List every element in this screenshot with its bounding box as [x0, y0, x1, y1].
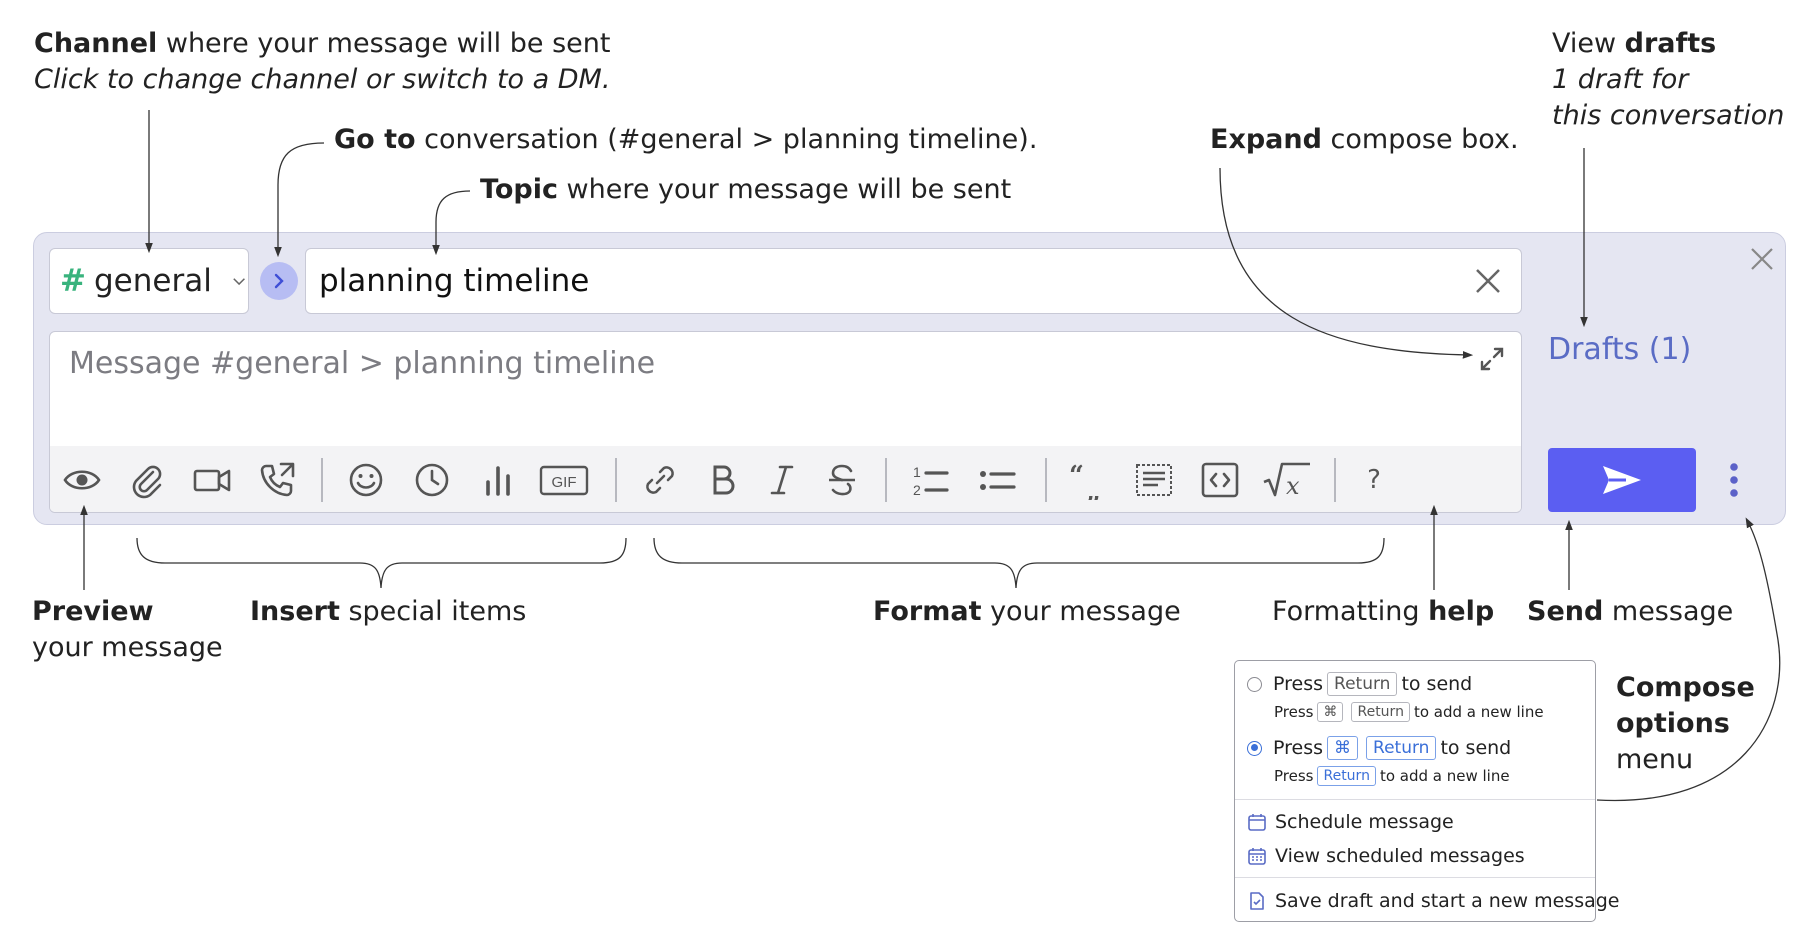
format-toolbar: GIF	[50, 446, 1521, 512]
draft-icon	[1250, 892, 1264, 910]
topic-pointer	[432, 190, 471, 256]
annotation-topic: Topic where your message will be sent	[480, 174, 1012, 205]
annotation-help: Formatting help	[1272, 596, 1495, 627]
toolbar-divider	[615, 458, 617, 502]
chevron-down-icon	[233, 278, 245, 286]
clear-topic-icon[interactable]	[1471, 264, 1505, 298]
emoji-button[interactable]	[346, 460, 386, 500]
enter-sends-hint: Press ⌘ Return to add a new line	[1274, 702, 1544, 722]
annotation-channel: Channel where your message will be sent …	[34, 28, 611, 95]
strikethrough-icon	[829, 464, 855, 496]
quote-button[interactable]: “ „	[1068, 460, 1108, 500]
topic-input[interactable]: planning timeline	[305, 248, 1522, 314]
numbered-list-icon: 1 2	[913, 464, 949, 498]
annotation-drafts: View drafts 1 draft for this conversatio…	[1552, 28, 1785, 131]
math-icon: x	[1263, 462, 1310, 500]
close-compose-icon[interactable]	[1747, 244, 1777, 274]
message-placeholder: Message #general > planning timeline	[69, 346, 656, 381]
save-draft-item[interactable]: Save draft and start a new message	[1247, 890, 1620, 912]
toolbar-divider	[321, 458, 323, 502]
compose-options-menu: Press Return to send Press ⌘ Return to a…	[1234, 660, 1620, 922]
voice-call-button[interactable]	[257, 460, 297, 500]
annotation-goto: Go to conversation (#general > planning …	[334, 124, 1038, 155]
message-textarea[interactable]: Message #general > planning timeline	[49, 331, 1522, 513]
italic-icon	[770, 465, 794, 495]
insert-brace	[136, 537, 627, 589]
channel-picker[interactable]: # general	[49, 248, 249, 314]
radio-cmd-enter-sends[interactable]	[1247, 740, 1262, 756]
toolbar-divider	[1334, 458, 1336, 502]
bold-button[interactable]	[702, 460, 742, 500]
math-button[interactable]: x	[1262, 460, 1312, 500]
format-brace	[653, 537, 1385, 589]
bullet-list-button[interactable]	[977, 460, 1017, 500]
gif-button[interactable]: GIF	[538, 460, 590, 500]
video-icon	[193, 469, 231, 492]
eye-icon	[63, 470, 101, 490]
paperclip-icon	[132, 465, 162, 499]
clock-icon	[415, 463, 449, 497]
topic-value: planning timeline	[319, 263, 590, 299]
cmd-enter-sends-hint: Press Return to add a new line	[1274, 766, 1510, 786]
channel-name: general	[93, 263, 212, 299]
annotation-expand: Expand compose box.	[1210, 124, 1519, 155]
phone-icon	[260, 462, 295, 497]
annotation-format: Format your message	[873, 596, 1181, 627]
spoiler-icon	[1136, 464, 1172, 496]
video-call-button[interactable]	[192, 460, 232, 500]
svg-text:x: x	[1286, 472, 1300, 500]
enter-sends-option[interactable]: Press Return to send	[1247, 672, 1472, 696]
expand-compose-icon[interactable]	[1477, 344, 1507, 374]
italic-button[interactable]	[762, 460, 802, 500]
compose-options-icon[interactable]	[1724, 460, 1744, 500]
toolbar-divider	[1045, 458, 1047, 502]
annotation-send: Send message	[1527, 596, 1734, 627]
radio-enter-sends[interactable]	[1247, 676, 1262, 692]
send-arrow-icon	[1603, 466, 1641, 494]
calendar-icon	[1248, 814, 1266, 831]
svg-text:GIF: GIF	[552, 474, 577, 491]
annotation-preview: Preview your message	[32, 596, 223, 663]
code-icon	[1201, 462, 1239, 498]
global-time-button[interactable]	[412, 460, 452, 500]
menu-divider	[1235, 877, 1595, 878]
gif-icon: GIF	[539, 465, 589, 496]
chevron-right-icon	[274, 273, 284, 289]
goto-pointer	[274, 142, 325, 258]
spoiler-button[interactable]	[1134, 460, 1174, 500]
strikethrough-button[interactable]	[822, 460, 862, 500]
svg-text:„: „	[1086, 477, 1101, 500]
link-icon	[646, 466, 674, 494]
schedule-message-item[interactable]: Schedule message	[1247, 811, 1454, 833]
go-to-conversation-button[interactable]	[260, 262, 298, 300]
link-button[interactable]	[640, 460, 680, 500]
toolbar-divider	[885, 458, 887, 502]
drafts-link[interactable]: Drafts (1)	[1548, 332, 1692, 367]
annotation-options: Compose options menu	[1616, 672, 1755, 775]
svg-text:2: 2	[913, 482, 921, 498]
cmd-enter-sends-option[interactable]: Press ⌘ Return to send	[1247, 736, 1511, 760]
send-button[interactable]	[1548, 448, 1696, 512]
smiley-icon	[349, 463, 383, 497]
view-scheduled-messages-item[interactable]: View scheduled messages	[1247, 845, 1525, 867]
quote-icon: “ „	[1069, 461, 1101, 500]
options-pointer	[1596, 517, 1781, 802]
code-button[interactable]	[1200, 460, 1240, 500]
svg-text:“: “	[1069, 461, 1084, 491]
menu-divider	[1235, 799, 1595, 800]
svg-text:1: 1	[913, 464, 921, 480]
poll-button[interactable]	[478, 460, 518, 500]
expand-pointer	[1219, 167, 1474, 359]
bold-icon	[713, 465, 735, 495]
numbered-list-button[interactable]: 1 2	[910, 460, 950, 500]
preview-button[interactable]	[62, 460, 102, 500]
poll-icon	[486, 466, 510, 496]
channel-hash-icon: #	[60, 263, 86, 299]
attach-file-button[interactable]	[127, 460, 167, 500]
annotation-insert: Insert special items	[250, 596, 527, 627]
calendar-grid-icon	[1248, 848, 1266, 865]
formatting-help-button[interactable]: ?	[1367, 465, 1381, 495]
bullet-list-icon	[980, 471, 1016, 490]
